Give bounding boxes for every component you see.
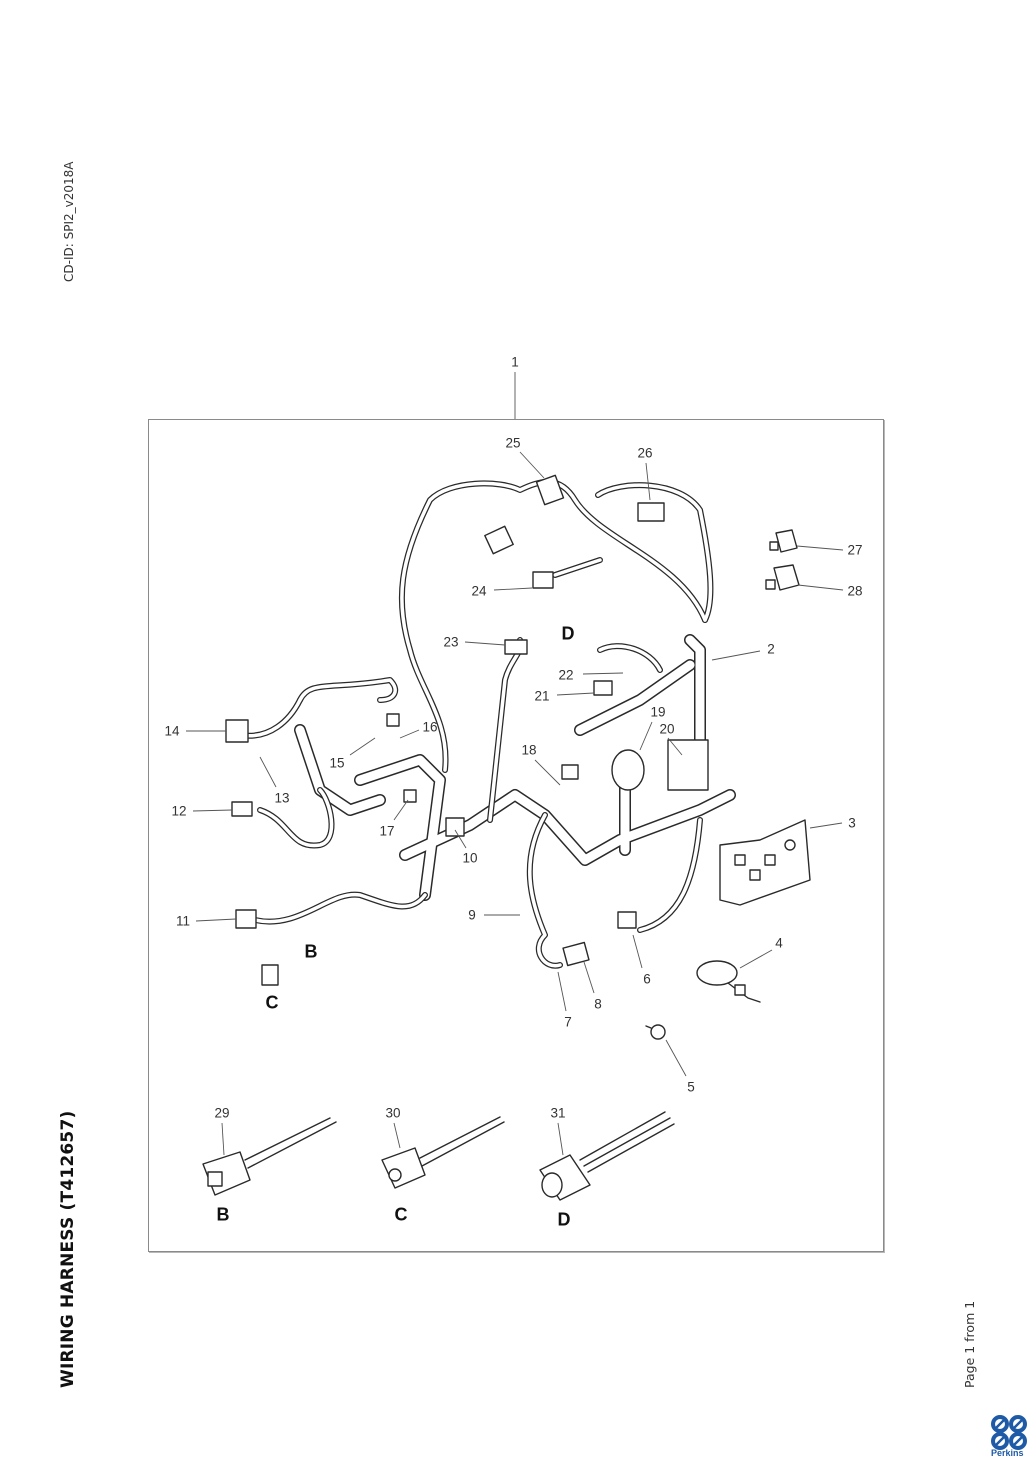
leader-line-2 [711,650,761,661]
part-4-cable-tie [696,960,761,1003]
leader-line-7 [557,971,567,1012]
view-letter-B-detail: B [216,1204,230,1225]
leader-line-6 [632,934,643,969]
connector-25 [535,474,565,506]
leader-line-18 [534,759,561,786]
view-letter-B-main: B [304,941,318,962]
detail-connector-29 [202,1117,337,1196]
callout-28: 28 [847,583,863,599]
leader-line-10 [454,829,467,849]
callout-30: 30 [385,1105,401,1121]
callout-27: 27 [847,542,863,558]
callout-25: 25 [505,435,521,451]
view-letter-C-main: C [265,992,279,1013]
leader-line-23 [464,641,506,646]
connector-26 [637,502,665,522]
view-letter-D-main: D [561,623,575,644]
leader-line-3 [809,822,843,829]
leader-line-28 [797,584,844,591]
callout-13: 13 [274,790,290,806]
part-27-fitting [769,529,798,553]
leader-line-12 [192,809,233,812]
callout-1: 1 [511,354,519,370]
callout-17: 17 [379,823,395,839]
callout-19: 19 [650,704,666,720]
perkins-logo-icon [991,1415,1027,1450]
callout-24: 24 [471,583,487,599]
connector-11 [235,909,257,929]
leader-line-5 [665,1039,687,1077]
callout-22: 22 [558,667,574,683]
callout-29: 29 [214,1105,230,1121]
detail-connector-31 [539,1111,675,1201]
leader-line-24 [493,587,533,591]
callout-11: 11 [175,913,191,929]
callout-5: 5 [687,1079,695,1095]
connector-C-main [261,964,279,986]
harness-branches-fill [238,480,713,968]
part-18 [561,764,579,780]
callout-18: 18 [521,742,537,758]
leader-line-4 [739,949,773,969]
part-3-bracket [719,819,811,906]
connector-14 [225,719,249,743]
leader-line-21 [556,692,595,696]
callout-31: 31 [550,1105,566,1121]
connector-6 [617,911,637,929]
leader-line-19 [639,721,653,751]
leader-line-8 [583,961,595,994]
leader-line-22 [582,672,624,675]
leader-line-16 [399,729,420,739]
leader-line-30 [393,1122,401,1149]
detail-connector-30 [381,1116,505,1189]
connector-8 [562,941,590,967]
callout-21: 21 [534,688,550,704]
leader-line-26 [645,462,651,501]
part-5-clip [645,1024,666,1040]
callout-12: 12 [171,803,187,819]
callout-16: 16 [422,719,438,735]
leader-line-11 [195,918,237,922]
callout-14: 14 [164,723,180,739]
connector-24 [532,571,554,589]
callout-20: 20 [659,721,675,737]
callout-9: 9 [468,907,476,923]
callout-15: 15 [329,755,345,771]
callout-26: 26 [637,445,653,461]
part-16 [386,713,400,727]
leader-line-29 [221,1122,225,1156]
part-17 [403,789,417,803]
view-letter-D-detail: D [557,1209,571,1230]
harness-trunk-fill [295,635,735,900]
view-letter-C-detail: C [394,1204,408,1225]
connector-20 [667,739,709,791]
part-28-fitting [765,564,800,591]
leader-line-25 [519,451,545,479]
leader-line-27 [796,545,844,551]
callout-6: 6 [643,971,651,987]
connector-10 [445,817,465,837]
connector-12 [231,801,253,817]
connector-unlabeled [484,525,514,555]
brand-name: Perkins [991,1448,1024,1458]
leader-line-17 [393,799,409,821]
diagram-frame [148,419,884,1252]
callout-3: 3 [848,815,856,831]
callout-8: 8 [594,996,602,1012]
connectors [225,474,709,986]
leader-line-20 [667,737,683,756]
leader-line-15 [349,737,376,756]
callout-2: 2 [767,641,775,657]
part-19 [611,749,645,791]
leader-line-13 [259,756,277,788]
callout-7: 7 [564,1014,572,1030]
leader-line-31 [557,1122,564,1156]
connector-23 [504,639,528,655]
callout-23: 23 [443,634,459,650]
callout-4: 4 [775,935,783,951]
connector-21 [593,680,613,696]
callout-10: 10 [462,850,478,866]
